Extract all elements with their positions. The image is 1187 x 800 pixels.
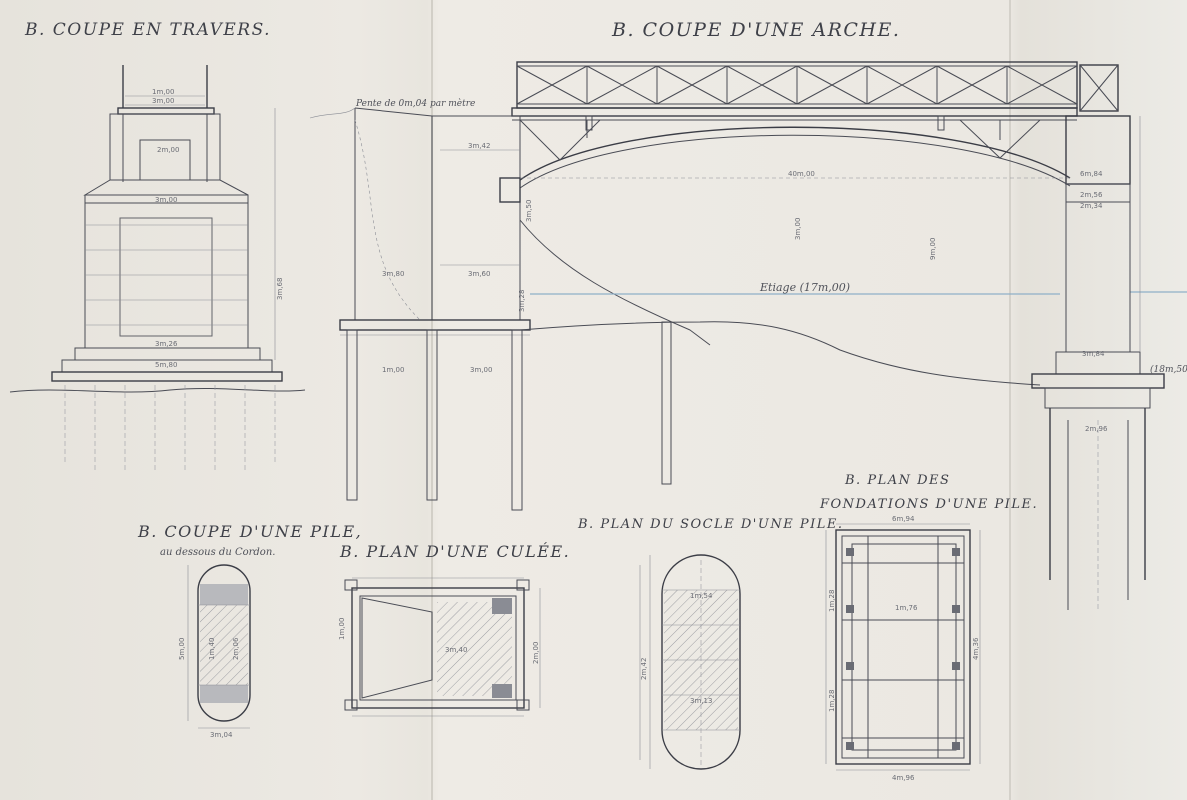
dim-culee-top: 3m,42 [468,142,490,150]
dim-travers-base-1: 3m,26 [155,340,178,348]
dim-pile-bot: 3m,04 [210,731,233,739]
dim-arche-pier-height: 9m,00 [929,238,937,260]
coupe-travers-drawing [9,65,306,470]
dim-travers-top-2: 3m,00 [152,97,174,105]
dim-arche-span: 40m,00 [788,170,815,178]
dim-travers-base-2: 5m,80 [155,361,177,369]
dim-pier-found: 2m,96 [1085,425,1108,433]
dim-fond-mid: 1m,76 [895,604,918,612]
dim-culee-pile-1: 3m,00 [470,366,492,374]
dim-pier-w2: 2m,34 [1080,202,1103,210]
plan-culee-drawing [344,577,541,717]
dim-fond-side-1: 1m,28 [828,590,836,612]
dim-culee-pile-2: 1m,00 [382,366,404,374]
coupe-arche-drawing [309,61,1187,610]
dim-travers-mid: 2m,00 [157,146,179,154]
dim-culee-plan-1: 3m,40 [445,646,467,654]
dim-pier-w1: 2m,56 [1080,191,1103,199]
dim-pile-h: 5m,00 [178,638,186,660]
dim-arche-rise: 3m,00 [794,218,802,240]
dim-culee-plan-2: 1m,00 [338,618,346,640]
title-coupe-arche: B. COUPE D'UNE ARCHE. [611,19,900,41]
dim-travers-height: 3m,68 [276,278,284,300]
dim-culee-base-1: 3m,80 [382,270,404,278]
dim-socle-side: 2m,42 [640,658,648,680]
dim-fond-w: 4m,36 [972,637,980,660]
title-plan-socle: B. PLAN DU SOCLE D'UNE PILE. [577,517,843,532]
dim-fond-side-2: 1m,28 [828,690,836,712]
dim-socle-top: 1m,54 [690,592,713,600]
title-coupe-travers: B. COUPE EN TRAVERS. [24,20,271,40]
dim-culee-base-2: 3m,60 [468,270,490,278]
dim-pile-w: 1m,40 [208,638,216,660]
dim-culee-body: 3m,50 [525,200,533,222]
dim-pier-foot: 3m,84 [1082,350,1105,358]
label-pente: Pente de 0m,04 par mètre [355,98,475,109]
dim-culee-plan-w: 2m,00 [532,642,540,664]
label-etiage: Etiage (17m,00) [759,281,850,294]
title-plan-fondations-2: FONDATIONS D'UNE PILE. [819,497,1038,512]
label-right-level: (18m,50) [1150,364,1187,375]
dim-fond-bot: 4m,96 [892,774,915,782]
dim-socle-bot: 3m,13 [690,697,712,705]
title-plan-culee: B. PLAN D'UNE CULÉE. [339,541,570,561]
title-plan-fondations-1: B. PLAN DES [844,473,950,488]
plan-fondations-drawing [825,523,981,771]
coupe-pile-drawing [187,564,251,729]
dim-pier-cap: 6m,84 [1080,170,1103,178]
dim-culee-ledge: 3m,28 [518,290,526,312]
dim-travers-cap: 3m,00 [155,196,177,204]
title-coupe-pile: B. COUPE D'UNE PILE, [137,522,362,541]
dim-pile-mid: 2m,06 [232,637,240,660]
dim-fond-top: 6m,94 [892,515,915,523]
subtitle-coupe-pile: au dessous du Cordon. [160,547,275,558]
plan-socle-drawing [639,554,741,770]
dim-travers-top-1: 1m,00 [152,88,174,96]
